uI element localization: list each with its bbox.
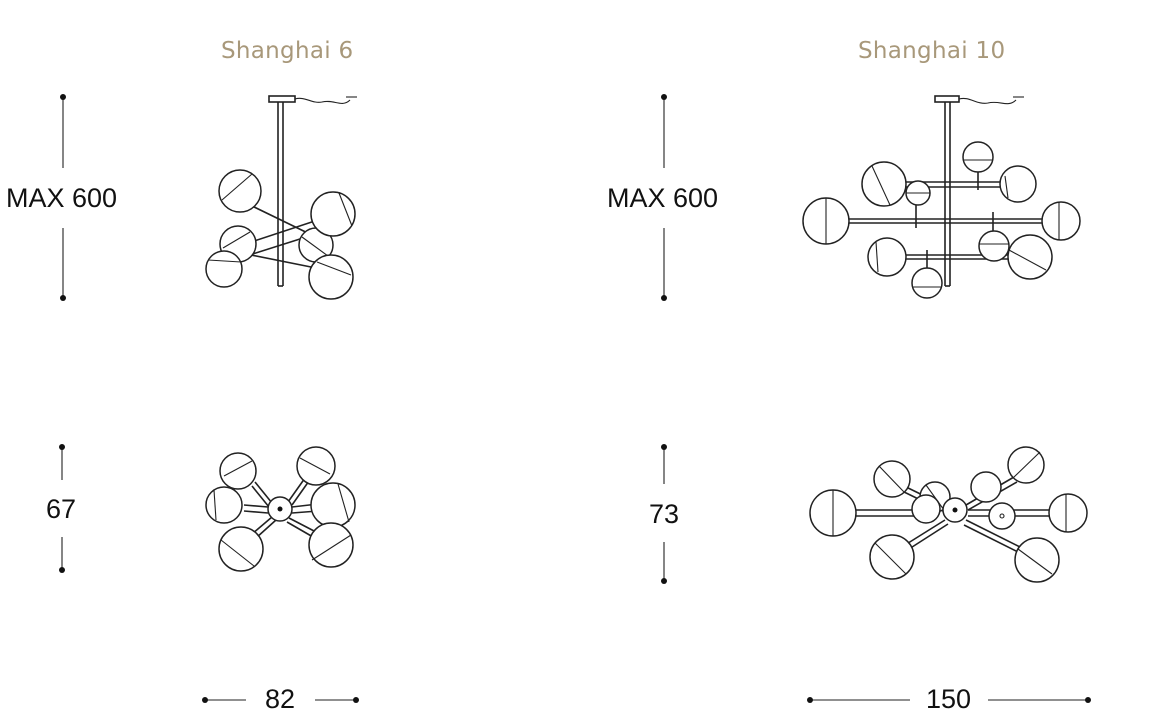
- width-label-shanghai-6: 82: [265, 684, 296, 714]
- shanghai-10-top-view: [809, 446, 1088, 583]
- height-label-shanghai-6: MAX 600: [6, 183, 118, 213]
- depth-label-shanghai-6: 67: [46, 494, 77, 524]
- model-title-shanghai-10: Shanghai 10: [858, 38, 1006, 64]
- depth-dimension-line-shanghai-6: [59, 444, 65, 573]
- shanghai-6-front-view: [205, 95, 357, 300]
- width-dimension-line-shanghai-10: [807, 697, 1091, 703]
- depth-label-shanghai-10: 73: [649, 499, 680, 529]
- width-dimension-line-shanghai-6: [202, 697, 359, 703]
- shanghai-6-top-view: [205, 446, 356, 572]
- shanghai-10-front-view: [802, 95, 1081, 299]
- width-label-shanghai-10: 150: [926, 684, 972, 714]
- height-dimension-line-shanghai-10: [661, 94, 667, 301]
- height-dimension-line-shanghai-6: [60, 94, 66, 301]
- height-label-shanghai-10: MAX 600: [607, 183, 719, 213]
- model-title-shanghai-6: Shanghai 6: [221, 38, 354, 64]
- depth-dimension-line-shanghai-10: [661, 444, 667, 584]
